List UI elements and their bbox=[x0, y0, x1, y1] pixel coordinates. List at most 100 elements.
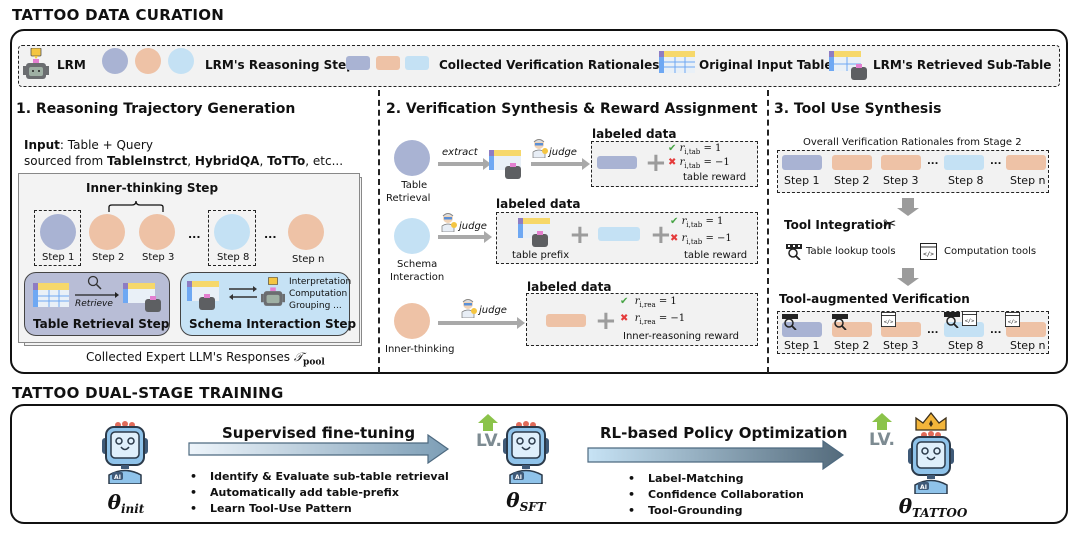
tool-integration-label: Tool Integration bbox=[784, 218, 892, 232]
schema-ops-list: Interpretation Computation Grouping ... bbox=[289, 276, 351, 312]
ellipsis: ... bbox=[927, 156, 939, 167]
source-line: Table bbox=[401, 180, 428, 191]
check-icon: ✔ bbox=[668, 143, 677, 154]
plus-icon: + bbox=[595, 306, 617, 336]
svg-text:</>: </> bbox=[965, 318, 975, 324]
augmented-step3-label: Step 3 bbox=[883, 339, 919, 352]
sft-arrow bbox=[188, 434, 450, 464]
table-retrieval-circle bbox=[394, 140, 430, 176]
sft-bullet: Automatically add table-prefix bbox=[190, 486, 449, 499]
code-window-icon: </> bbox=[962, 311, 977, 326]
inner-thinking-label: Inner-thinking Step bbox=[86, 181, 219, 195]
reward-value: = 1 bbox=[700, 143, 722, 154]
lrm-robot-icon bbox=[261, 277, 285, 306]
stage1-ellipsis-2: ... bbox=[264, 228, 277, 241]
augmented-step2-label: Step 2 bbox=[834, 339, 870, 352]
overall-rationales-label: Overall Verification Rationales from Sta… bbox=[803, 137, 1022, 148]
robot-init-icon: AI bbox=[102, 421, 148, 484]
theta-symbol: θ bbox=[898, 494, 913, 518]
computation-tools-label: Computation tools bbox=[944, 246, 1037, 257]
check-icon: ✔ bbox=[620, 296, 629, 307]
retrieve-arrow-icon bbox=[75, 292, 119, 298]
stage1-sources-line: sourced from TableInstrct, HybridQA, ToT… bbox=[24, 154, 343, 168]
judge-label: judge bbox=[479, 305, 507, 316]
reward-sub: i,tab bbox=[684, 162, 701, 170]
labeled-data-title: labeled data bbox=[496, 197, 581, 211]
augmented-step1-label: Step 1 bbox=[784, 339, 820, 352]
stage1-step3-label: Step 3 bbox=[142, 252, 175, 263]
schema-interaction-source-label: Schema Interaction bbox=[390, 258, 444, 284]
inner-thinking-circle bbox=[394, 303, 430, 339]
negative-reward: ✖ ri,rea = −1 bbox=[620, 313, 685, 326]
judge-scientist-icon bbox=[532, 139, 548, 158]
reward-value: = −1 bbox=[700, 157, 730, 168]
legend-original-table-label: Original Input Table bbox=[699, 58, 833, 72]
theta-sft-label: θSFT bbox=[496, 488, 556, 514]
stage-divider-2 bbox=[767, 90, 769, 373]
sft-bullet: Identify & Evaluate sub-table retrieval bbox=[190, 470, 449, 483]
stage1-ellipsis-1: ... bbox=[188, 228, 201, 241]
rationale-step3-label: Step 3 bbox=[883, 174, 919, 187]
svg-text:</>: </> bbox=[923, 251, 934, 258]
stage1-stepn-label: Step n bbox=[292, 254, 325, 265]
judge-arrow bbox=[531, 158, 590, 170]
reward-sub: i,tab bbox=[686, 238, 703, 246]
source-totto: ToTTo bbox=[267, 154, 306, 168]
table-retrieval-step-label: Table Retrieval Step bbox=[33, 317, 170, 331]
stage1-stepn-circle bbox=[288, 214, 324, 250]
augmented-stepn-label: Step n bbox=[1010, 339, 1046, 352]
subtable-robot-icon bbox=[489, 150, 521, 179]
stage1-step8-circle bbox=[214, 214, 250, 250]
stage3-title: 3. Tool Use Synthesis bbox=[774, 101, 942, 117]
ai-badge: AI bbox=[515, 474, 522, 481]
input-table-icon bbox=[33, 283, 69, 307]
step8-dashed-box bbox=[208, 210, 256, 266]
theta-subscript: TATTOO bbox=[912, 506, 968, 520]
judge-label: judge bbox=[549, 147, 577, 158]
plus-icon: + bbox=[650, 220, 672, 250]
level-up-arrow-icon bbox=[872, 413, 892, 430]
rationale-step2-label: Step 2 bbox=[834, 174, 870, 187]
ellipsis: ... bbox=[990, 156, 1002, 167]
svg-text:</>: </> bbox=[1008, 319, 1018, 325]
subtable-robot-icon bbox=[123, 283, 161, 312]
table-reward-label: table reward bbox=[684, 250, 748, 261]
inner-thinking-source-label: Inner-thinking bbox=[385, 344, 455, 355]
expert-responses-caption: Collected Expert LLM's Responses 𝒯pool bbox=[86, 350, 325, 367]
reward-symbol: r bbox=[679, 143, 685, 154]
input-label: Input bbox=[24, 138, 60, 152]
magnifier-icon bbox=[87, 275, 102, 290]
caption-math: 𝒯 bbox=[293, 350, 304, 364]
reward-symbol: r bbox=[679, 157, 685, 168]
positive-reward: ✔ ri,tab = 1 bbox=[668, 143, 721, 156]
stage1-step1-circle bbox=[40, 214, 76, 250]
wrench-screwdriver-icon: ✂ bbox=[883, 214, 897, 233]
code-window-icon: </> bbox=[881, 312, 896, 327]
rl-bullets: Label-Matching Confidence Collaboration … bbox=[628, 472, 804, 520]
check-icon: ✔ bbox=[670, 216, 679, 227]
source-hybridqa: HybridQA bbox=[194, 154, 260, 168]
legend-pill-peach bbox=[376, 56, 400, 70]
legend-circle-inner-thinking bbox=[135, 48, 161, 74]
theta-subscript: SFT bbox=[519, 500, 546, 514]
reward-value: = 1 bbox=[655, 296, 677, 307]
stage2-title: 2. Verification Synthesis & Reward Assig… bbox=[386, 101, 758, 117]
legend-circle-schema-interaction bbox=[168, 48, 194, 74]
sources-suffix: , etc... bbox=[305, 154, 344, 168]
rationale-step8-label: Step 8 bbox=[948, 174, 984, 187]
theta-symbol: θ bbox=[506, 488, 520, 512]
ai-badge: AI bbox=[920, 484, 927, 491]
rl-bullet: Tool-Grounding bbox=[628, 504, 804, 517]
code-window-icon: </> bbox=[1005, 312, 1020, 327]
level-up-label: LV. bbox=[869, 430, 895, 450]
rl-bullet: Label-Matching bbox=[628, 472, 804, 485]
stage1-step1-label: Step 1 bbox=[42, 252, 75, 263]
judge-label: judge bbox=[459, 221, 487, 232]
reward-sub: i,rea bbox=[639, 318, 656, 326]
table-lookup-icon bbox=[782, 314, 798, 330]
sft-bullets: Identify & Evaluate sub-table retrieval … bbox=[190, 470, 449, 518]
sources-sep: , bbox=[187, 154, 195, 168]
rationale-stepn-bar bbox=[1006, 155, 1046, 170]
extract-label: extract bbox=[442, 147, 478, 158]
source-line: Interaction bbox=[390, 272, 445, 283]
